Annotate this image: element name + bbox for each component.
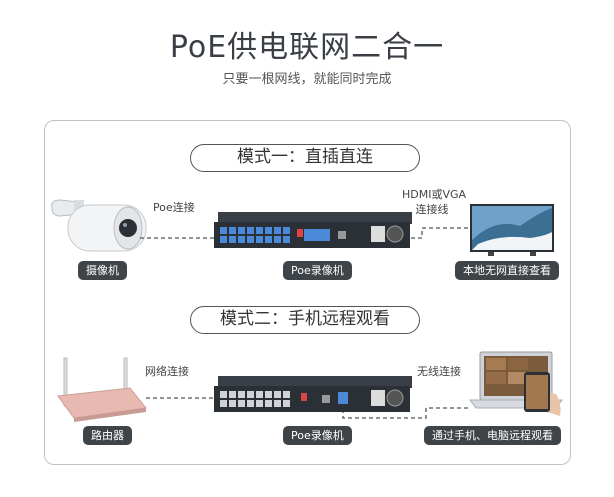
camera-icon <box>51 199 147 252</box>
ethernet-port <box>256 400 263 407</box>
ethernet-port <box>229 391 236 398</box>
ethernet-port <box>247 227 254 234</box>
diagram-frame <box>44 120 571 465</box>
ethernet-port <box>256 227 263 234</box>
page-title: PoE供电联网二合一 <box>169 30 445 65</box>
ethernet-port <box>238 391 245 398</box>
wireless-link-line <box>342 402 470 419</box>
ethernet-port <box>220 236 227 243</box>
ethernet-port <box>220 391 227 398</box>
camera-label: 摄像机 <box>78 261 127 280</box>
ethernet-port <box>247 236 254 243</box>
nvr-label-mode1: Poe录像机 <box>283 261 352 280</box>
ethernet-port <box>247 400 254 407</box>
ethernet-port <box>265 227 272 234</box>
network-link-label: 网络连接 <box>145 365 189 378</box>
wireless-link-label: 无线连接 <box>417 365 461 378</box>
ethernet-port <box>283 227 290 234</box>
hdmi-link-label-line2: 连接线 <box>415 203 449 216</box>
ethernet-port <box>229 400 236 407</box>
remote-view-label: 通过手机、电脑远程观看 <box>424 426 561 445</box>
ethernet-port <box>220 400 227 407</box>
ethernet-port <box>283 400 290 407</box>
ethernet-port <box>274 227 281 234</box>
ethernet-port <box>265 236 272 243</box>
monitor-label: 本地无网直接查看 <box>455 261 559 280</box>
nvr-icon <box>214 376 412 412</box>
ethernet-port <box>229 227 236 234</box>
ethernet-port <box>283 391 290 398</box>
ethernet-port <box>274 236 281 243</box>
nvr-label-mode2: Poe录像机 <box>283 426 352 445</box>
nvr-icon <box>214 212 412 248</box>
hdmi-link-line <box>404 227 470 239</box>
ethernet-port <box>256 236 263 243</box>
ethernet-port <box>265 391 272 398</box>
ethernet-port <box>247 391 254 398</box>
ethernet-port <box>238 236 245 243</box>
ethernet-port <box>238 227 245 234</box>
ethernet-port <box>229 236 236 243</box>
ethernet-port <box>238 400 245 407</box>
mode1-title: 模式一：直插直连 <box>190 144 420 172</box>
monitor-icon <box>470 204 554 256</box>
router-label: 路由器 <box>83 426 132 445</box>
ethernet-port <box>274 391 281 398</box>
ethernet-port <box>274 400 281 407</box>
phone-icon <box>524 372 561 416</box>
ethernet-port <box>265 400 272 407</box>
ethernet-port <box>283 236 290 243</box>
poe-link-label: Poe连接 <box>153 201 195 214</box>
ethernet-port <box>256 391 263 398</box>
hdmi-link-label-line1: HDMI或VGA <box>402 188 467 201</box>
ethernet-port <box>220 227 227 234</box>
router-icon <box>57 357 147 422</box>
page-subtitle: 只要一根网线，就能同时完成 <box>222 72 392 87</box>
mode2-title: 模式二：手机远程观看 <box>190 306 420 334</box>
